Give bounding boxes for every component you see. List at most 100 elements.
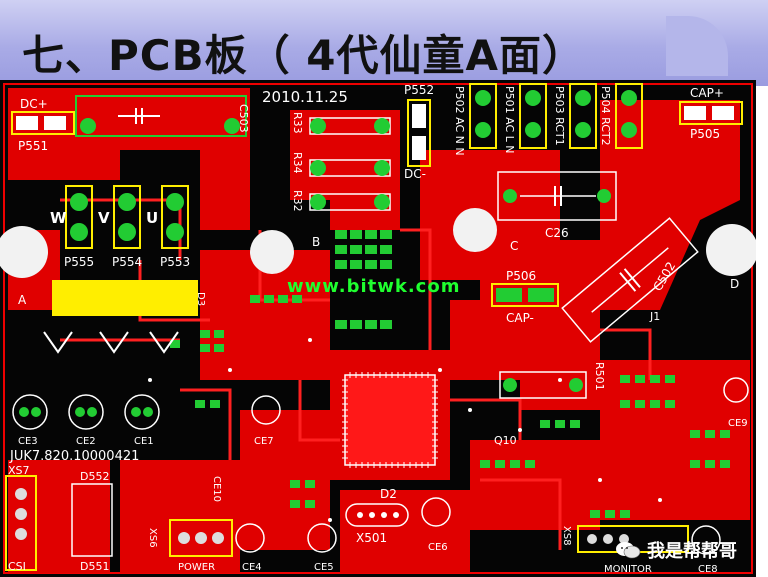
trace [450, 398, 522, 440]
r33-label: R33 [291, 112, 304, 134]
copper-bottom-center [240, 410, 330, 550]
r501-group: R501 [499, 362, 606, 399]
mounting-holes [0, 208, 756, 278]
via [468, 408, 472, 412]
title-bar: 七、PCB板（ 4代仙童A面） [0, 0, 768, 86]
pad [380, 320, 392, 329]
pad [365, 230, 377, 239]
xs8-label: XS8 [561, 526, 572, 546]
transistor-outlines [43, 331, 179, 354]
pins-left [342, 379, 348, 459]
p506-pad-2 [528, 288, 554, 302]
pad [540, 420, 550, 428]
pad [305, 480, 315, 488]
p553-label: P553 [160, 255, 190, 269]
pin [374, 160, 390, 176]
pin [195, 532, 207, 544]
pin [31, 407, 41, 417]
p505-label: P505 [690, 127, 720, 141]
pin [212, 532, 224, 544]
pad-label-p1: P1 [50, 120, 61, 130]
power-label: POWER [178, 562, 215, 573]
pad [590, 510, 600, 518]
pad [278, 295, 288, 303]
pad [650, 400, 660, 408]
pad [480, 460, 490, 468]
c26-label: C26 [545, 226, 569, 240]
ce7-outline [251, 395, 281, 425]
ce6-label: CE6 [428, 542, 448, 553]
p554-label: P554 [112, 255, 142, 269]
pad [335, 320, 347, 329]
pad [292, 295, 302, 303]
pins-right [432, 379, 438, 459]
hole-b [250, 230, 294, 274]
slide-title: 七、PCB板（ 4代仙童A面） [22, 31, 585, 80]
corner-d-label: D [730, 277, 739, 291]
pin [166, 223, 184, 241]
pad [620, 400, 630, 408]
d3-label: D3 [195, 292, 206, 306]
pin [70, 223, 88, 241]
p504-label: P504 RCT2 [599, 86, 612, 146]
p555-frame [65, 185, 93, 249]
c502-group [561, 217, 699, 343]
copper-bottom-right-b [600, 360, 750, 520]
ce10-label: CE10 [211, 476, 222, 502]
via [328, 518, 332, 522]
trace [298, 380, 340, 442]
dc-plus-label: DC+ [20, 97, 48, 111]
pad [350, 230, 362, 239]
c502-outline [561, 217, 699, 343]
pad [210, 400, 220, 408]
c503-label: C503 [237, 104, 250, 133]
p552-frame [407, 99, 431, 167]
ce8-label: CE8 [698, 564, 718, 575]
ac-headers: P502 AC N N P501 AC L N P503 RCT1 P504 R… [453, 83, 643, 156]
x501-group: X501 [345, 503, 409, 545]
ce1-label: CE1 [134, 436, 154, 447]
ce5-outline [307, 523, 337, 553]
pin [15, 528, 27, 540]
copper-top-right [600, 100, 740, 310]
j1-label: J1 [649, 310, 660, 323]
pad [720, 460, 730, 468]
ce4-label: CE4 [242, 562, 262, 573]
pad [380, 260, 392, 269]
pin [178, 532, 190, 544]
part-number: JUK7.820.10000421 [9, 449, 139, 464]
pad [510, 460, 520, 468]
pad [195, 400, 205, 408]
pad [214, 344, 224, 352]
pad [335, 245, 347, 254]
dc-plus-pad-1 [44, 116, 66, 130]
pad [720, 430, 730, 438]
trace [180, 388, 232, 460]
copper-center-left [200, 250, 330, 380]
pad [570, 420, 580, 428]
pad [555, 420, 565, 428]
copper-bottom-left [8, 460, 110, 573]
p553-frame [161, 185, 189, 249]
transistor [43, 331, 73, 354]
ce2-outline [68, 394, 104, 430]
pad [665, 375, 675, 383]
pin [621, 90, 637, 106]
pad [365, 245, 377, 254]
pin [475, 122, 491, 138]
dc-plus-frame [11, 111, 75, 135]
r34-label: R34 [291, 152, 304, 174]
monitor-label: MONITOR [604, 564, 652, 575]
cap-plus-connector: P1 P2 CAP+ P505 [679, 86, 743, 141]
capacitor-plate [623, 268, 641, 288]
power-connector: POWER [169, 519, 233, 573]
transistor [99, 331, 129, 354]
pin [503, 189, 517, 203]
pad [200, 344, 210, 352]
via [598, 478, 602, 482]
corner-b-label: B [312, 235, 320, 249]
trace [480, 478, 562, 550]
dc-plus-pad-2 [16, 116, 38, 130]
x501-label: X501 [356, 531, 387, 545]
pad-label-n: N [416, 113, 422, 122]
